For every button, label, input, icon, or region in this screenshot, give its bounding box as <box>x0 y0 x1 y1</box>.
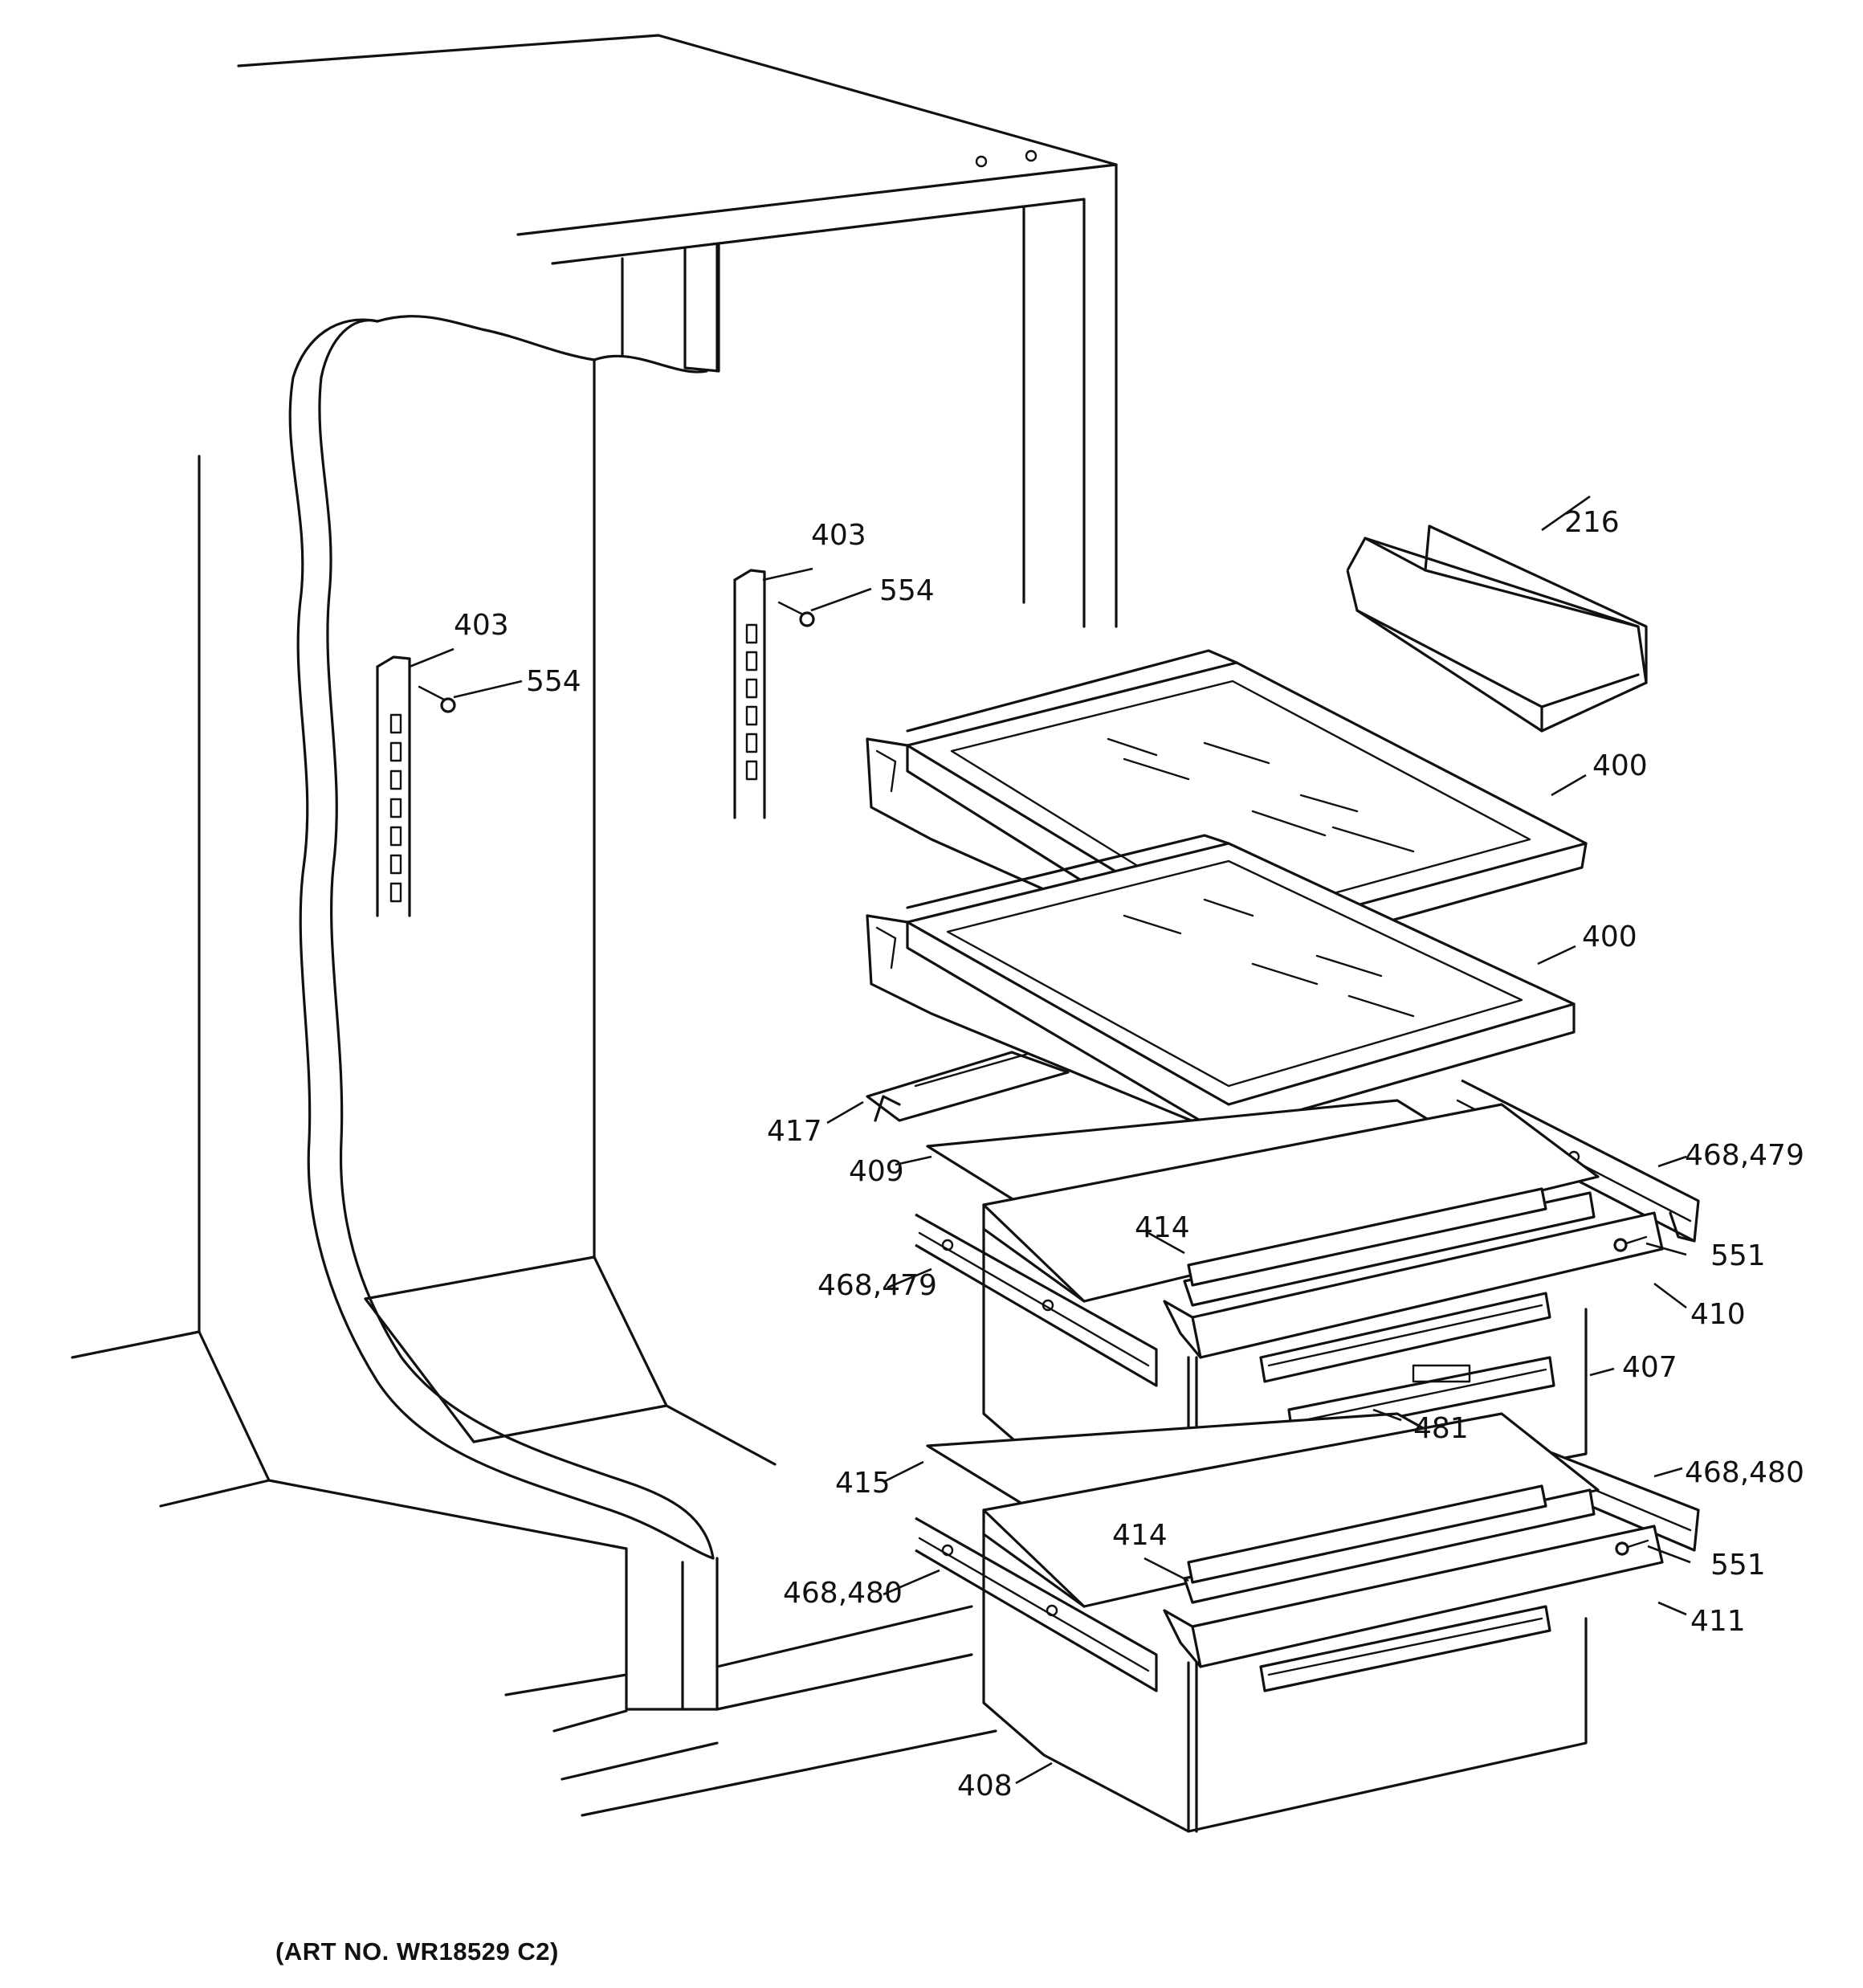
handle-407 <box>1259 1292 1551 1383</box>
callout-407: 407 <box>1622 1351 1678 1384</box>
refrigerator-cabinet <box>71 34 1118 1817</box>
callout-554-right: 554 <box>879 574 935 607</box>
callout-468-479-right: 468,479 <box>1685 1139 1804 1172</box>
drawer-cover-411 <box>1163 1525 1664 1668</box>
callout-403-right: 403 <box>811 519 866 552</box>
callout-415: 415 <box>835 1467 891 1500</box>
callout-403-left: 403 <box>454 609 509 642</box>
slide-rail-468-480-left <box>915 1517 1158 1692</box>
callout-481: 481 <box>1413 1412 1469 1445</box>
screw-551-upper <box>1613 1235 1648 1252</box>
handle-414-upper <box>1183 1187 1596 1307</box>
callout-551-upper: 551 <box>1710 1239 1766 1272</box>
callout-468-480-right: 468,480 <box>1685 1456 1804 1489</box>
screw-551-lower <box>1615 1539 1649 1556</box>
callout-400-upper: 400 <box>1592 749 1648 782</box>
callout-417: 417 <box>767 1115 822 1148</box>
shelf-support-right <box>733 569 766 819</box>
callout-216: 216 <box>1564 506 1620 539</box>
shelf-rail-417 <box>866 1051 1070 1122</box>
shelf-support-left <box>376 655 411 917</box>
callout-554-left: 554 <box>526 665 581 698</box>
callout-468-480-left: 468,480 <box>783 1577 903 1610</box>
screw-554-right <box>777 601 815 627</box>
callout-410: 410 <box>1690 1298 1746 1331</box>
leader-lines <box>409 495 1691 1785</box>
slide-rail-468-479-left <box>915 1213 1158 1387</box>
bin-216 <box>1346 525 1648 733</box>
drawer-cover-410 <box>1163 1211 1664 1359</box>
callout-468-479-left: 468,479 <box>817 1269 937 1302</box>
art-number: (ART NO. WR18529 C2) <box>275 1937 559 1966</box>
callout-408: 408 <box>957 1770 1013 1802</box>
callout-labels: 216 400 400 403 403 554 554 417 409 468,… <box>454 506 1804 1802</box>
handle-408 <box>1259 1605 1551 1692</box>
callout-409: 409 <box>849 1155 904 1188</box>
callout-414-upper: 414 <box>1135 1211 1190 1244</box>
handle-414-lower <box>1183 1484 1596 1604</box>
drawer-408-assembly <box>982 1412 1600 1833</box>
callout-411: 411 <box>1690 1605 1746 1638</box>
screw-554-left <box>418 685 456 713</box>
callout-400-lower: 400 <box>1582 921 1637 953</box>
callout-551-lower: 551 <box>1710 1549 1766 1582</box>
callout-414-lower: 414 <box>1112 1519 1168 1552</box>
